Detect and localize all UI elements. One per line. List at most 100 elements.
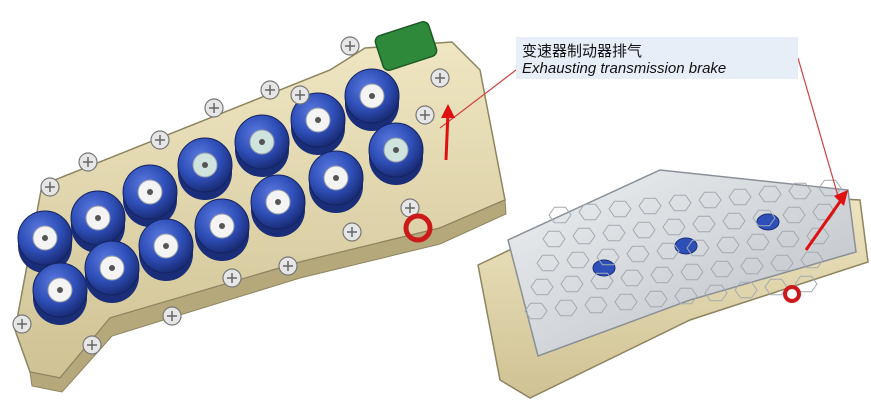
solenoid-pin [202,162,208,168]
screw [222,268,242,288]
screw [290,85,310,105]
solenoid-valve [138,218,194,281]
screw [204,98,224,118]
screw [40,177,60,197]
solenoid-pin [219,223,225,229]
screw [260,80,280,100]
hex-cell [776,230,800,248]
solenoid-pin [275,199,281,205]
cover-hex-grid [524,179,842,320]
cover-hole-group [592,213,780,277]
solenoid-pin [57,287,63,293]
hex-cell [800,251,824,269]
hex-cell [560,275,584,293]
hex-cell [746,233,770,251]
hex-cell [596,248,620,266]
hex-cell [608,200,632,218]
screw [78,152,98,172]
hex-cell [548,206,572,224]
hex-cell [758,185,782,203]
valve-cover-plate [507,169,857,357]
hex-cell [530,278,554,296]
hex-cell [650,266,674,284]
hex-cell [692,215,716,233]
hex-cell [698,191,722,209]
hex-cell [794,275,818,293]
screw [162,306,182,326]
solenoid-pin [147,189,153,195]
hex-cell [668,194,692,212]
solenoid-pin [42,235,48,241]
screw [82,335,102,355]
hex-cell [680,263,704,281]
hex-cell [770,254,794,272]
caption-box [516,37,798,79]
hex-cell [728,188,752,206]
hex-cell [620,269,644,287]
valve-body-left [12,21,507,393]
leader-line-right [797,57,839,197]
hex-cell [686,239,710,257]
hex-cell [554,299,578,317]
screw [12,314,32,334]
hex-cell [584,296,608,314]
hex-cell [602,224,626,242]
brake-port-ring-right [783,285,801,303]
screw [340,36,360,56]
solenoid-valve [290,92,346,155]
solenoid-valve [250,174,306,237]
cover-opening [592,259,616,277]
solenoid-valve [308,150,364,213]
solenoid-pin [333,175,339,181]
solenoid-valve [177,137,233,200]
cover-opening [756,213,780,231]
hex-cell [674,287,698,305]
screw [342,222,362,242]
hex-cell [536,254,560,272]
solenoid-valve [32,262,88,325]
hex-cell [734,281,758,299]
solenoid-valve [194,198,250,261]
hex-cell [632,221,656,239]
caption-english: Exhausting transmission brake [522,60,727,77]
solenoid-valve [344,68,400,131]
solenoid-valve [122,164,178,227]
solenoid-pin [393,147,399,153]
hex-cell [806,227,830,245]
solenoid-valve [17,210,73,273]
hex-cell [722,212,746,230]
caption-chinese: 变速器制动器排气 [522,43,643,60]
exhaust-arrow-left [441,104,455,161]
hex-cell [704,284,728,302]
hex-cell [644,290,668,308]
solenoid-pin [95,215,101,221]
hex-cell [656,242,680,260]
solenoid-pin [259,139,265,145]
hex-cell [752,209,776,227]
hex-cell [764,278,788,296]
screw [278,256,298,276]
hex-cell [782,206,806,224]
solenoid-pin [163,243,169,249]
valve-body-side-face [29,199,507,393]
hex-cell [812,203,836,221]
hex-cell [524,302,548,320]
hex-cell [542,230,566,248]
screw [415,105,435,125]
hex-cell [566,251,590,269]
solenoid-pin [315,117,321,123]
hex-cell [590,272,614,290]
screw-group [12,36,450,355]
screw [150,130,170,150]
solenoid-valve [368,122,424,185]
hex-cell [740,257,764,275]
solenoid-valve [70,190,126,253]
screw [430,68,450,88]
solenoid-pin [109,265,115,271]
electrical-connector [374,21,438,71]
exhaust-arrow-right [804,190,848,251]
hex-cell [716,236,740,254]
hex-cell [614,293,638,311]
